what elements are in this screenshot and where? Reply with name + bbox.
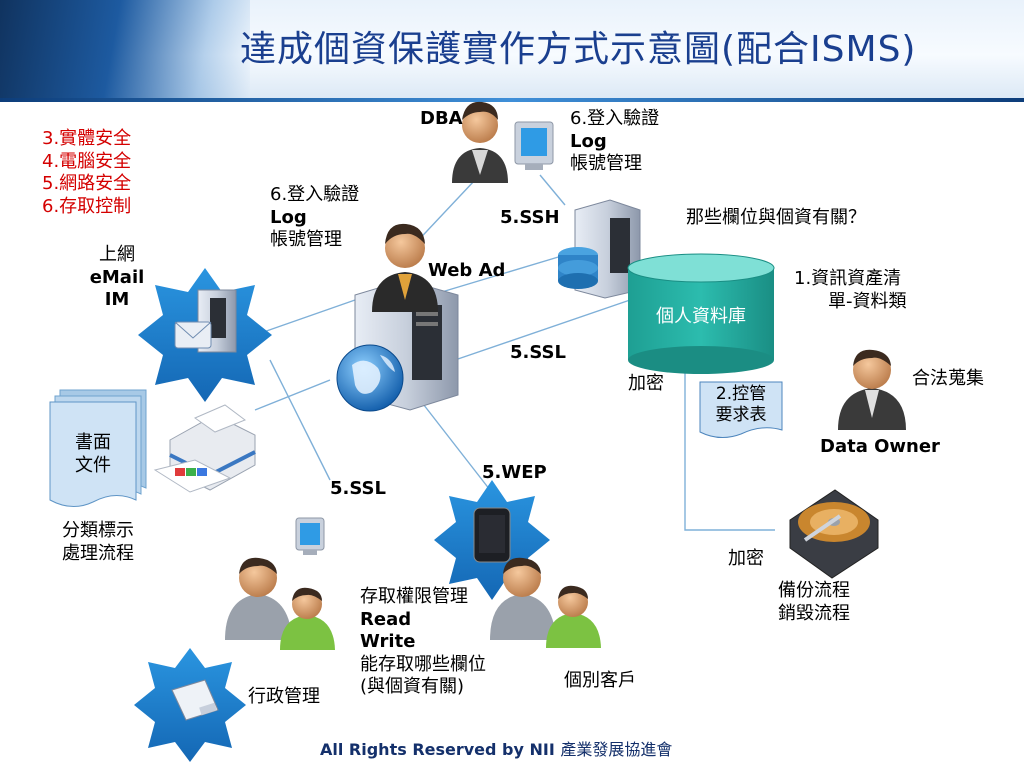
classification-label: 分類標示 處理流程 <box>62 520 134 564</box>
header-divider <box>0 98 1024 102</box>
footer-copyright: All Rights Reserved by NII 產業發展協進會 <box>320 740 672 760</box>
page-title: 達成個資保護實作方式示意圖(配合ISMS) <box>240 29 917 70</box>
printer-icon <box>153 404 256 493</box>
client-people-icon <box>490 557 601 648</box>
legal-collection-label: 合法蒐集 <box>912 368 984 389</box>
footer-org: 產業發展協進會 <box>560 740 673 759</box>
hard-disk-icon <box>789 489 879 579</box>
dba-login-label: 6.登入驗證 Log 帳號管理 <box>570 108 660 174</box>
security-list-item: 6.存取控制 <box>42 195 132 217</box>
web-ad-label: Web Ad <box>428 260 506 281</box>
ssl-label-left: 5.SSL <box>330 478 386 499</box>
internet-services-label: 上網 eMail IM <box>89 244 145 310</box>
database-label: 個人資料庫 <box>656 306 746 327</box>
fields-question: 那些欄位與個資有關？ <box>686 207 866 228</box>
wep-label: 5.WEP <box>482 462 547 483</box>
access-management-label: 存取權限管理 Read Write 能存取哪些欄位 (與個資有關) <box>360 586 486 697</box>
webad-login-label: 6.登入驗證 Log 帳號管理 <box>270 184 360 250</box>
ssl-label-right: 5.SSL <box>510 342 566 363</box>
encrypt-label-backup: 加密 <box>728 548 764 569</box>
dba-monitor-icon <box>514 121 554 170</box>
dba-person-icon <box>452 101 508 183</box>
data-owner-label: Data Owner <box>820 436 940 457</box>
individual-client-label: 個別客戶 <box>564 670 636 691</box>
control-form-note <box>699 381 783 438</box>
security-list-item: 5.網路安全 <box>42 173 132 194</box>
data-owner-person-icon <box>838 349 906 430</box>
dba-label: DBA <box>420 108 463 129</box>
backup-flow-label: 備份流程 銷毀流程 <box>778 580 850 624</box>
email-server-star-badge <box>138 268 272 402</box>
admin-people-icon <box>225 557 335 650</box>
asset-inventory-label: 1.資訊資產清 單-資料類 <box>794 268 907 312</box>
connection-lines <box>254 174 775 531</box>
security-list: 3.實體安全 4.電腦安全 5.網路安全 6.存取控制 <box>42 128 131 218</box>
security-list-item: 4.電腦安全 <box>42 150 132 172</box>
db-server-icon <box>558 199 641 299</box>
paper-documents-icon <box>49 389 147 507</box>
control-form-label: 2.控管 要求表 <box>715 384 767 426</box>
usb-star-badge <box>134 648 246 762</box>
globe-icon <box>336 344 404 412</box>
paper-documents-label: 書面 文件 <box>75 432 111 476</box>
client-monitor-icon <box>295 517 325 555</box>
ssh-label: 5.SSH <box>500 207 560 228</box>
security-list-item: 3.實體安全 <box>42 128 132 149</box>
encrypt-label-db: 加密 <box>628 373 664 394</box>
footer-text: All Rights Reserved by NII <box>320 740 561 759</box>
personal-database-cylinder <box>627 253 775 374</box>
header-gradient <box>0 0 250 100</box>
web-admin-person-icon <box>372 223 438 312</box>
admin-management-label: 行政管理 <box>248 686 320 707</box>
